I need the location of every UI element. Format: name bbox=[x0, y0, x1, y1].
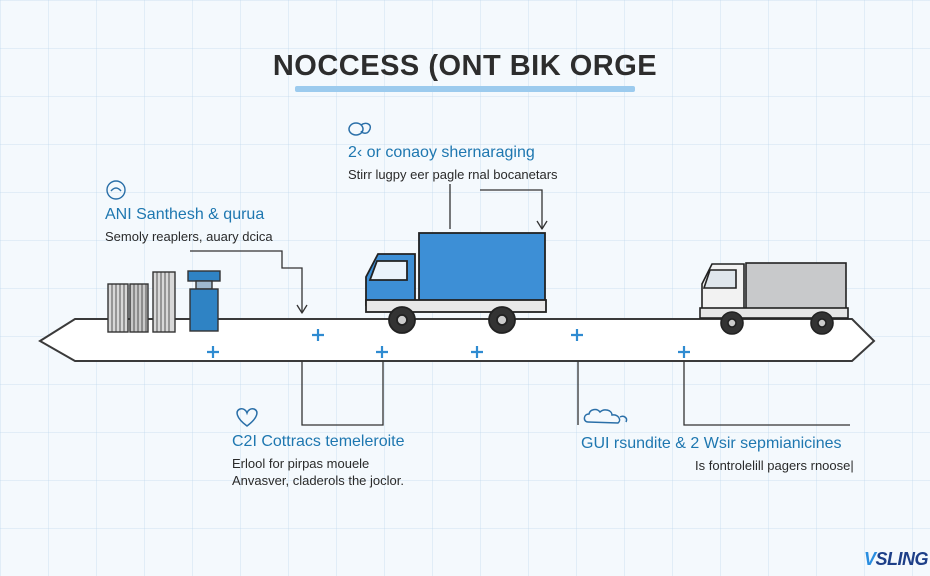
heart-hand-icon bbox=[236, 408, 258, 427]
label-top-center-heading: 2‹ or conaoy shernaraging bbox=[348, 144, 535, 161]
plus-marker bbox=[471, 346, 483, 358]
warehouse-racks-icon bbox=[107, 271, 176, 333]
arrowhead bbox=[296, 304, 308, 314]
cloud-link-icon bbox=[583, 408, 628, 424]
plus-markers bbox=[207, 329, 690, 358]
label-top-left-sub: Semoly reaplers, auary dcica bbox=[105, 229, 273, 244]
label-bottom-left-heading: C2I Cottracs temeleroite bbox=[232, 433, 405, 450]
label-top-left: ANI Santhesh & qurua Semoly reaplers, au… bbox=[105, 206, 273, 245]
connector-bottom-right-b bbox=[683, 361, 850, 426]
lock-circle-icon bbox=[106, 180, 126, 200]
plus-marker bbox=[678, 346, 690, 358]
logo-text: SLING bbox=[875, 549, 928, 569]
blue-truck-icon bbox=[365, 232, 547, 334]
plus-marker bbox=[312, 329, 324, 341]
connector-top-left bbox=[190, 250, 303, 312]
label-bottom-right: GUI rsundite & 2 Wsir sepmianicines Is f… bbox=[581, 435, 854, 474]
label-bottom-left-sub2: Anvasver, claderols the joclor. bbox=[232, 473, 404, 488]
swap-arrows-icon bbox=[348, 122, 372, 136]
label-top-left-heading: ANI Santhesh & qurua bbox=[105, 206, 265, 223]
label-bottom-left: C2I Cottracs temeleroite Erlool for pirp… bbox=[232, 433, 405, 489]
road bbox=[38, 318, 876, 362]
plus-marker bbox=[207, 346, 219, 358]
connector-top-center-right bbox=[480, 189, 543, 229]
arrowhead bbox=[536, 220, 548, 230]
connector-bottom-left bbox=[301, 361, 384, 426]
page-title: NOCCESS (ONT BIK ORGE bbox=[272, 50, 658, 82]
title-underline bbox=[295, 86, 635, 92]
storage-bin-icon bbox=[187, 270, 221, 332]
label-bottom-right-sub: Is fontrolelill pagers rnoose| bbox=[695, 458, 854, 473]
plus-marker bbox=[376, 346, 388, 358]
label-bottom-left-sub1: Erlool for pirpas mouele bbox=[232, 456, 370, 471]
brand-logo: VSLING bbox=[863, 549, 929, 570]
plus-marker bbox=[571, 329, 583, 341]
label-bottom-right-heading: GUI rsundite & 2 Wsir sepmianicines bbox=[581, 435, 842, 452]
connector-lines bbox=[190, 184, 850, 426]
label-top-center: 2‹ or conaoy shernaraging Stirr lugpy ee… bbox=[348, 144, 558, 183]
gray-truck-icon bbox=[699, 262, 849, 335]
label-top-center-sub: Stirr lugpy eer pagle rnal bocanetars bbox=[348, 167, 558, 182]
logo-mark: V bbox=[863, 549, 876, 569]
